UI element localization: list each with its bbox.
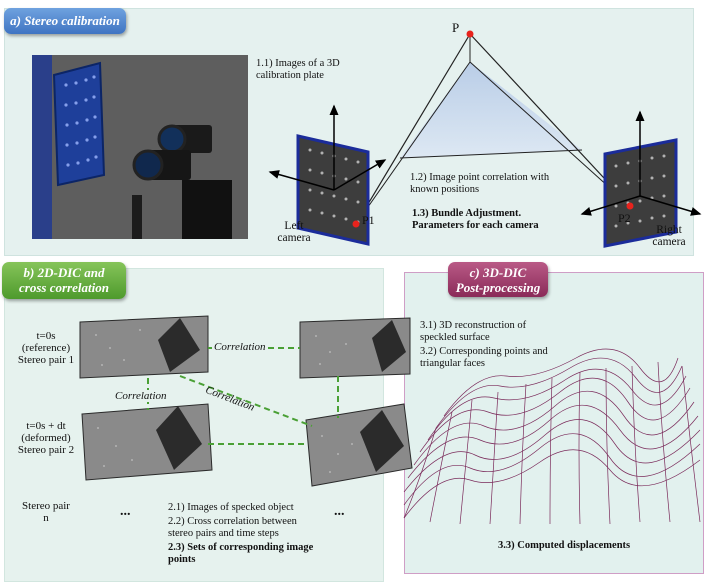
correlation-label-left: Correlation xyxy=(113,390,169,402)
point-p2-marker xyxy=(626,202,634,210)
ray-right-inner xyxy=(469,61,631,207)
step-1-2: 1.2) Image point correlation with known … xyxy=(410,172,550,195)
point-p1-marker xyxy=(352,220,360,228)
correlation-line-diagonal xyxy=(179,375,313,427)
speckle-image-2-right xyxy=(305,403,413,487)
correlation-label-top: Correlation xyxy=(212,341,268,353)
step-2-2: 2.2) Cross correlation between stereo pa… xyxy=(168,516,297,539)
panel-c-title: c) 3D-DIC Post-processing xyxy=(448,262,548,297)
point-p-marker xyxy=(466,30,474,38)
speckle-image-1-right xyxy=(299,317,411,379)
step-2-1: 2.1) Images of specked object xyxy=(168,502,294,513)
ellipsis-right: ... xyxy=(334,504,345,519)
step-1-3: 1.3) Bundle Adjustment. Parameters for e… xyxy=(412,208,539,231)
left-axis-depth xyxy=(333,159,387,191)
calibration-photo xyxy=(32,55,248,239)
ray-left-inner xyxy=(355,61,471,225)
label-point-p1: P1 xyxy=(362,213,375,227)
step-1-1: 1.1) Images of a 3D calibration plate xyxy=(256,58,340,81)
speckle-image-1-left xyxy=(79,315,209,379)
step-3-2: 3.2) Corresponding points and triangular… xyxy=(420,346,548,369)
projection-triangle xyxy=(400,62,582,158)
label-right-camera: Right camera xyxy=(652,224,686,248)
step-3-1: 3.1) 3D reconstruction of speckled surfa… xyxy=(420,320,527,343)
step-2-3: 2.3) Sets of corresponding image points xyxy=(168,542,314,565)
calibration-photo-drawing xyxy=(32,55,248,239)
label-point-p2: P2 xyxy=(618,211,631,225)
ray-left-outer xyxy=(355,33,471,225)
row1-label: t=0s (reference) Stereo pair 1 xyxy=(17,330,75,366)
row2-label: t=0s + dt (deformed) Stereo pair 2 xyxy=(17,420,75,456)
right-axis-depth xyxy=(639,195,702,216)
ray-right-outer xyxy=(469,33,631,207)
right-axis-side xyxy=(580,195,641,216)
ellipsis-left: ... xyxy=(120,504,131,519)
step-3-3: 3.3) Computed displacements xyxy=(498,540,631,551)
speckle-image-2-left xyxy=(81,403,213,481)
reconstructed-mesh xyxy=(403,348,701,525)
panel-a-title: a) Stereo calibration xyxy=(4,8,126,34)
label-left-camera: Left camera xyxy=(277,220,311,244)
panel-3d-dic xyxy=(404,272,704,574)
panel-b-title-line1: b) 2D-DIC and xyxy=(23,265,105,280)
panel-b-title-line2: cross correlation xyxy=(19,280,109,295)
panel-b-title: b) 2D-DIC and cross correlation xyxy=(2,262,126,299)
left-axis-side xyxy=(268,170,335,191)
rown-label: Stereo pair n xyxy=(22,500,70,524)
panel-c-title-line1: c) 3D-DIC xyxy=(469,265,527,280)
label-point-p: P xyxy=(452,20,460,35)
panel-c-title-line2: Post-processing xyxy=(455,280,541,295)
